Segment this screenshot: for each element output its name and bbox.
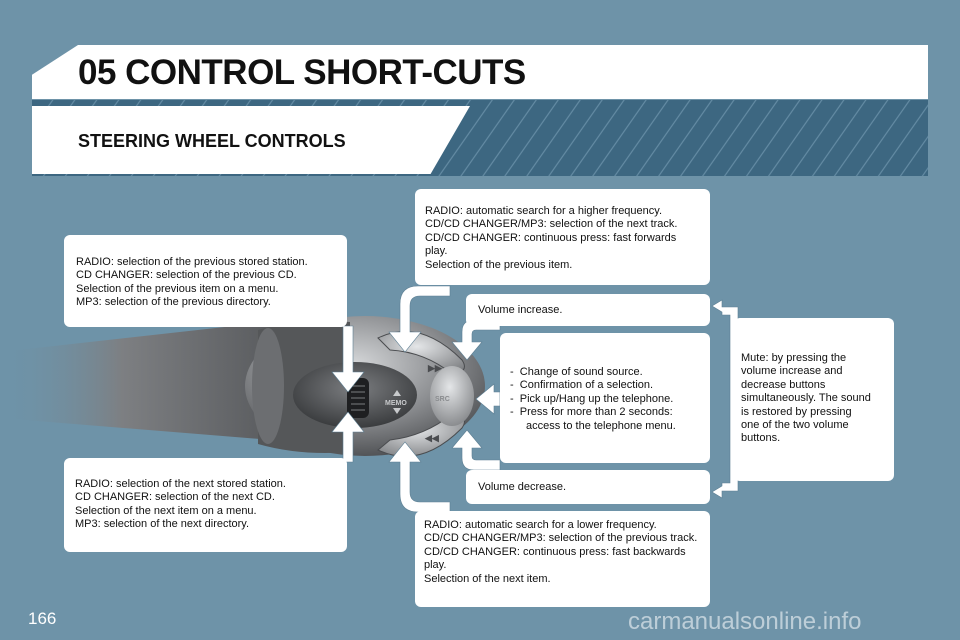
memo-label: MEMO xyxy=(385,400,407,407)
radio-prev-line: RADIO: selection of the previous stored … xyxy=(76,256,308,268)
source-functions-list: Change of sound source. Confirmation of … xyxy=(510,366,702,433)
src-button: SRC xyxy=(430,366,474,426)
arrow-radio-next xyxy=(331,411,365,463)
arrow-search-lower xyxy=(388,441,451,513)
stalk-stem xyxy=(0,322,272,440)
previous-track-icon: ◀◀ xyxy=(424,433,440,443)
radio-next-box: RADIO: selection of the next stored stat… xyxy=(64,458,347,552)
search-higher-ff-line: CD/CD CHANGER: continuous press: fast fo… xyxy=(425,231,677,258)
source-functions-box: Change of sound source. Confirmation of … xyxy=(500,333,710,463)
source-change-item: Change of sound source. xyxy=(510,366,702,379)
radio-next-line: RADIO: selection of the next stored stat… xyxy=(75,478,286,490)
scroll-wheel-icon xyxy=(347,378,369,418)
search-higher-menu-line: Selection of the previous item. xyxy=(425,258,573,271)
up-triangle-icon xyxy=(393,390,401,396)
cd-changer-next-line: CD CHANGER: selection of the next CD. xyxy=(75,491,275,504)
mute-box: Mute: by pressing the volume increase an… xyxy=(734,318,894,481)
volume-decrease-text: Volume decrease. xyxy=(478,481,567,493)
search-lower-rew-line: CD/CD CHANGER: continuous press: fast ba… xyxy=(424,545,686,572)
confirm-item: Confirmation of a selection. xyxy=(510,379,702,392)
section-subtitle: STEERING WHEEL CONTROLS xyxy=(78,131,346,151)
page-title: 05 CONTROL SHORT-CUTS xyxy=(78,53,526,92)
radio-prev-box: RADIO: selection of the previous stored … xyxy=(64,235,347,327)
title-bar xyxy=(32,45,928,99)
arrow-search-higher xyxy=(388,285,451,353)
arrow-mute-bracket xyxy=(711,299,739,499)
volume-increase-box: Volume increase. xyxy=(466,294,710,326)
mp3-next-line: MP3: selection of the next directory. xyxy=(75,518,250,531)
src-label: SRC xyxy=(435,396,450,403)
search-lower-radio-line: RADIO: automatic search for a lower freq… xyxy=(424,519,657,531)
arrow-radio-prev xyxy=(331,325,365,393)
search-lower-box: RADIO: automatic search for a lower freq… xyxy=(415,511,710,607)
menu-prev-line: Selection of the previous item on a menu… xyxy=(76,282,279,295)
mute-text: Mute: by pressing the volume increase an… xyxy=(741,352,871,445)
subtitle-box xyxy=(32,106,470,174)
mp3-prev-line: MP3: selection of the previous directory… xyxy=(76,296,271,309)
page-number: 166 xyxy=(28,609,57,628)
search-lower-menu-line: Selection of the next item. xyxy=(424,572,551,585)
search-higher-radio-line: RADIO: automatic search for a higher fre… xyxy=(425,205,663,217)
volume-decrease-box: Volume decrease. xyxy=(466,470,710,504)
search-higher-box: RADIO: automatic search for a higher fre… xyxy=(415,189,710,285)
telephone-item: Pick up/Hang up the telephone. xyxy=(510,393,702,406)
menu-next-line: Selection of the next item on a menu. xyxy=(75,504,257,517)
arrow-volume-decrease xyxy=(451,429,501,471)
search-higher-track-line: CD/CD CHANGER/MP3: selection of the next… xyxy=(425,218,678,231)
telephone-menu-item: Press for more than 2 seconds: access to… xyxy=(510,406,702,433)
volume-increase-text: Volume increase. xyxy=(478,304,563,316)
cd-changer-prev-line: CD CHANGER: selection of the previous CD… xyxy=(76,269,297,282)
down-triangle-icon xyxy=(393,408,401,414)
arrow-source xyxy=(475,383,501,415)
next-track-icon: ▶▶ xyxy=(427,363,443,373)
search-lower-track-line: CD/CD CHANGER/MP3: selection of the prev… xyxy=(424,532,698,545)
watermark: carmanualsonline.info xyxy=(628,608,862,635)
